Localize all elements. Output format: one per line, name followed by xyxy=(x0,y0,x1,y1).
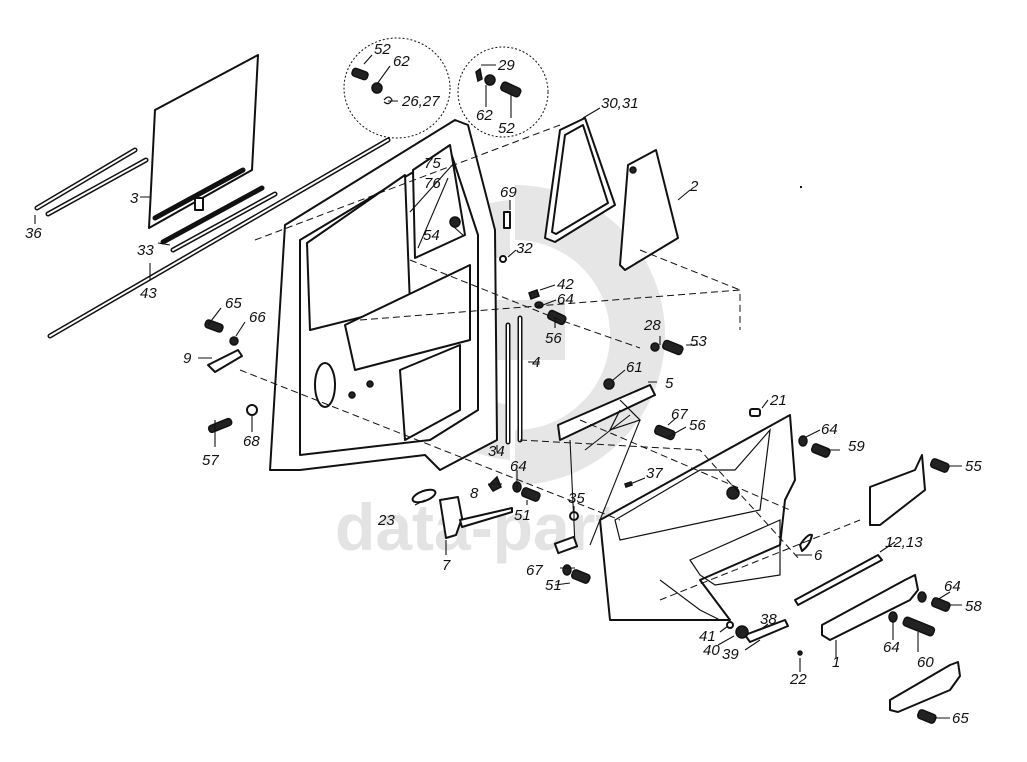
label-52: 52 xyxy=(374,41,391,58)
label-51: 51 xyxy=(545,577,562,594)
label-22: 22 xyxy=(789,671,807,688)
label-32: 32 xyxy=(516,240,533,257)
part-channel xyxy=(505,315,523,445)
label-55: 55 xyxy=(965,458,982,475)
label-56: 56 xyxy=(545,330,562,347)
label-76: 76 xyxy=(424,175,441,192)
label-59: 59 xyxy=(848,438,865,455)
label-28: 28 xyxy=(643,317,661,334)
label-53: 53 xyxy=(690,333,707,350)
part-latch xyxy=(439,496,513,539)
label-4: 4 xyxy=(532,354,540,371)
label-29: 29 xyxy=(497,57,515,74)
label-60: 60 xyxy=(917,654,934,671)
label-66: 66 xyxy=(249,309,266,326)
label-54: 54 xyxy=(423,227,440,244)
label-43: 43 xyxy=(140,285,157,302)
label-64: 64 xyxy=(557,291,574,308)
callout-detail-right xyxy=(457,46,549,138)
part-vent-panel xyxy=(619,149,679,271)
label-8: 8 xyxy=(470,485,479,502)
label-34: 34 xyxy=(488,443,505,460)
label-40: 40 xyxy=(703,642,720,659)
label-64: 64 xyxy=(944,578,961,595)
label-37: 37 xyxy=(646,465,663,482)
part-glass xyxy=(148,54,259,229)
label-57: 57 xyxy=(202,452,219,469)
label-38: 38 xyxy=(760,611,777,628)
label-52: 52 xyxy=(498,120,515,137)
label-67: 67 xyxy=(526,562,543,579)
callout-detail-left xyxy=(343,37,451,139)
label-9: 9 xyxy=(183,350,192,367)
label-51: 51 xyxy=(514,507,531,524)
assembly-lines xyxy=(239,124,861,601)
label-65: 65 xyxy=(225,295,242,312)
label-21: 21 xyxy=(769,392,787,409)
label-33: 33 xyxy=(137,242,154,259)
label-64: 64 xyxy=(510,458,527,475)
label-64: 64 xyxy=(883,639,900,656)
label-7: 7 xyxy=(442,557,451,574)
label-3: 3 xyxy=(130,190,139,207)
leader-lines xyxy=(34,54,962,719)
label-35: 35 xyxy=(568,490,585,507)
part-lock-plate xyxy=(553,384,656,555)
part-seal-frame xyxy=(544,117,616,243)
label-2: 2 xyxy=(689,178,699,195)
label-58: 58 xyxy=(965,598,982,615)
label-65: 65 xyxy=(952,710,969,727)
label-41: 41 xyxy=(699,628,716,645)
part-labels: 52 62 26,27 29 62 52 30,31 2 3 36 33 43 … xyxy=(25,41,982,727)
label-68: 68 xyxy=(243,433,260,450)
label-1: 1 xyxy=(832,654,840,671)
label-62: 62 xyxy=(476,107,493,124)
part-strips xyxy=(34,137,391,339)
label-5: 5 xyxy=(665,375,674,392)
label-67: 67 xyxy=(671,406,688,423)
label-75: 75 xyxy=(424,155,441,172)
part-door xyxy=(269,119,498,471)
part-fasteners xyxy=(204,211,961,724)
label-42: 42 xyxy=(557,276,574,293)
part-trim-panel xyxy=(599,414,796,621)
label-30-31: 30,31 xyxy=(601,95,639,112)
label-26-27: 26,27 xyxy=(401,93,440,110)
speck xyxy=(800,186,802,188)
label-39: 39 xyxy=(722,646,739,663)
label-36: 36 xyxy=(25,225,42,242)
label-69: 69 xyxy=(500,184,517,201)
label-12-13: 12,13 xyxy=(885,534,923,551)
label-62: 62 xyxy=(393,53,410,70)
label-6: 6 xyxy=(814,547,823,564)
label-61: 61 xyxy=(626,359,643,376)
label-64: 64 xyxy=(821,421,838,438)
label-56: 56 xyxy=(689,417,706,434)
label-23: 23 xyxy=(377,512,395,529)
